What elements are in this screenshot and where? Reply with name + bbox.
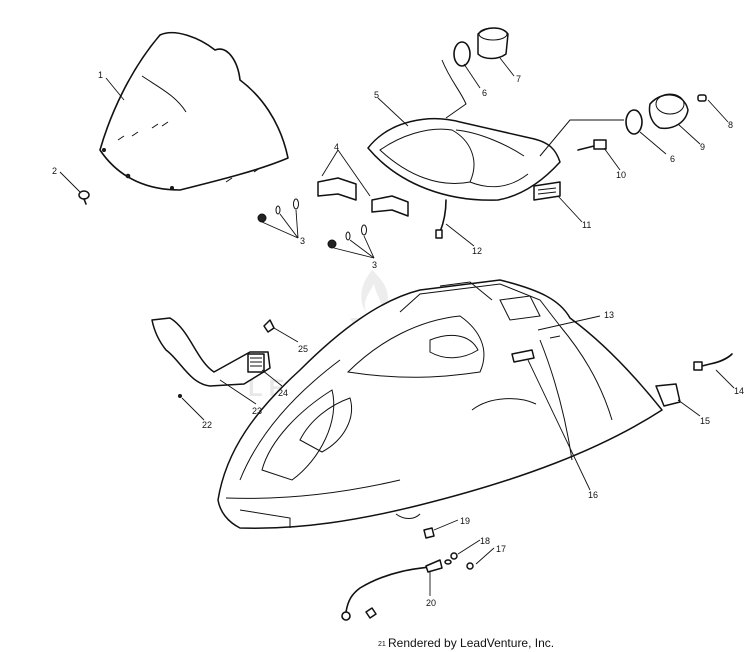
callout-9: 9 bbox=[700, 142, 705, 152]
callout-11: 11 bbox=[582, 220, 591, 230]
cable-assembly-part bbox=[341, 527, 474, 621]
callout-7: 7 bbox=[516, 74, 521, 84]
callout-6b: 6 bbox=[670, 154, 675, 164]
bracket-parts bbox=[317, 177, 409, 217]
callout-25: 25 bbox=[298, 344, 308, 354]
callout-23: 23 bbox=[252, 406, 262, 416]
callout-18: 18 bbox=[480, 536, 490, 546]
callout-6a: 6 bbox=[482, 88, 487, 98]
callout-8: 8 bbox=[728, 120, 733, 130]
callout-4: 4 bbox=[334, 142, 339, 152]
hinge-part bbox=[655, 353, 733, 407]
side-panel-part bbox=[151, 317, 271, 387]
fastener-parts bbox=[178, 319, 275, 398]
socket-part bbox=[577, 139, 607, 151]
gauge-bezel-upper bbox=[441, 27, 509, 119]
credit-prefix-number: 21 bbox=[378, 641, 386, 648]
callout-24: 24 bbox=[278, 388, 288, 398]
callout-labels: 1 2 3 3 4 5 6 6 7 8 9 10 11 12 13 14 15 … bbox=[52, 70, 744, 608]
callout-3a: 3 bbox=[300, 236, 305, 246]
callout-22: 22 bbox=[202, 420, 212, 430]
label-part bbox=[533, 181, 561, 201]
credit-text: Rendered by LeadVenture, Inc. bbox=[388, 636, 555, 650]
gauge-bezel-right bbox=[539, 93, 689, 157]
callout-17: 17 bbox=[496, 544, 506, 554]
callout-3b: 3 bbox=[372, 260, 377, 270]
windshield-part bbox=[99, 31, 289, 191]
callout-5: 5 bbox=[374, 90, 379, 100]
nut-washer-parts bbox=[257, 198, 367, 249]
callout-13: 13 bbox=[604, 310, 614, 320]
callout-2: 2 bbox=[52, 166, 57, 176]
bulb-part bbox=[697, 94, 707, 102]
callout-10: 10 bbox=[616, 170, 626, 180]
callout-12: 12 bbox=[472, 246, 482, 256]
callout-15: 15 bbox=[700, 416, 710, 426]
hood-part bbox=[217, 279, 663, 529]
leader-lines bbox=[59, 57, 735, 596]
callout-20: 20 bbox=[426, 598, 436, 608]
screw-part bbox=[78, 190, 90, 205]
instrument-pod-part bbox=[367, 117, 561, 201]
callout-16: 16 bbox=[588, 490, 598, 500]
callout-1: 1 bbox=[98, 70, 103, 80]
callout-14: 14 bbox=[734, 386, 744, 396]
callout-19: 19 bbox=[460, 516, 470, 526]
wire-part bbox=[435, 199, 447, 239]
